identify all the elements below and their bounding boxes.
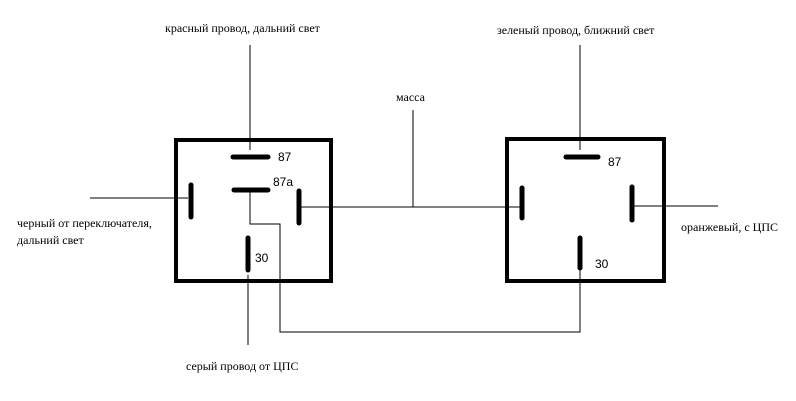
gray-wire-label: серый провод от ЦПС xyxy=(186,359,298,373)
green-wire-label: зеленый провод, ближний свет xyxy=(497,23,655,37)
right-relay-body xyxy=(505,137,666,283)
right-pin-30-label: 30 xyxy=(595,257,609,271)
right-pin-87-label: 87 xyxy=(608,155,622,169)
ground-label: масса xyxy=(396,90,426,104)
orange-wire-label: оранжевый, с ЦПС xyxy=(681,220,778,234)
left-relay-body xyxy=(174,138,333,283)
wires xyxy=(90,45,718,345)
black-wire-label-line1: черный от переключателя, xyxy=(17,216,152,230)
red-wire-label: красный провод, дальний свет xyxy=(165,21,321,35)
wire-labels: красный провод, дальний свет зеленый про… xyxy=(17,21,778,373)
black-wire-label-line2: дальний свет xyxy=(17,233,85,247)
left-pin-87-label: 87 xyxy=(278,150,292,164)
left-pin-30-label: 30 xyxy=(255,251,269,265)
left-relay: 87 87a 30 xyxy=(174,138,333,283)
loop-wire-87a-to-30 xyxy=(249,190,581,333)
right-relay: 87 30 xyxy=(505,137,666,283)
left-pin-87a-label: 87a xyxy=(273,175,293,189)
